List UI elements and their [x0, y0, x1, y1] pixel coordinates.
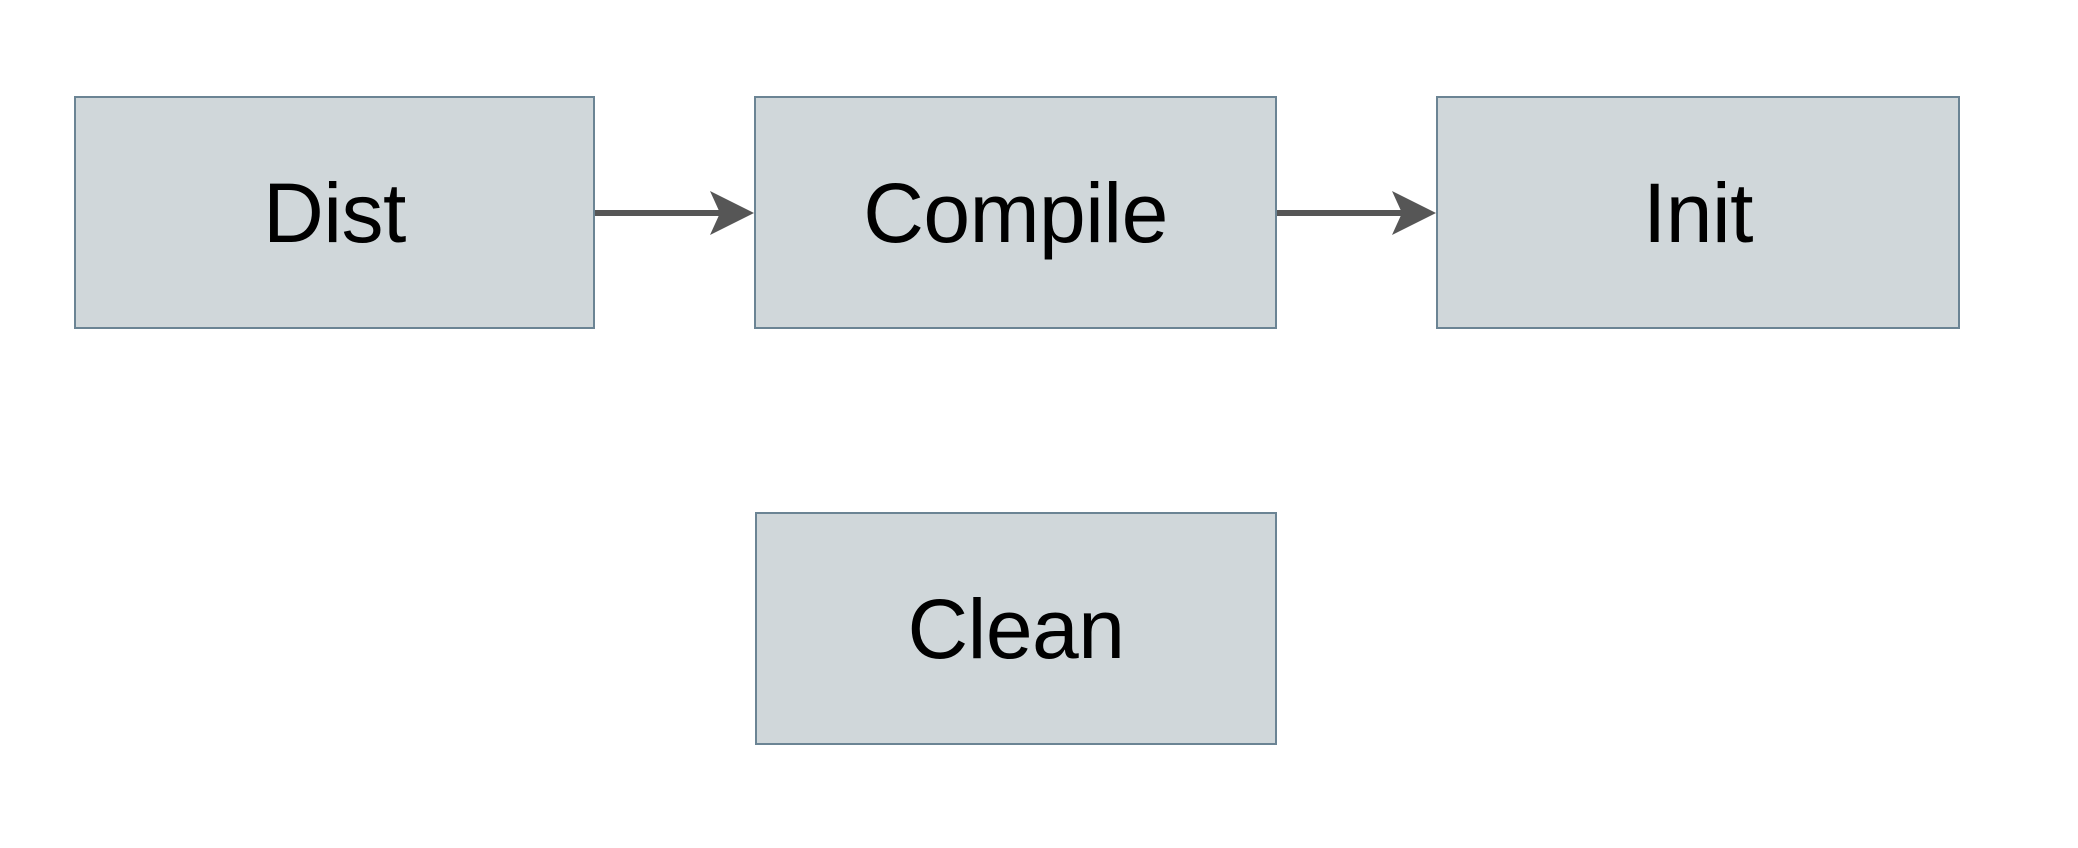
node-label: Compile	[863, 165, 1168, 260]
arrowhead-icon	[710, 191, 754, 235]
node-label: Init	[1642, 165, 1754, 260]
node-label: Clean	[907, 581, 1125, 676]
node-compile[interactable]: Compile	[754, 96, 1277, 329]
node-label: Dist	[263, 165, 406, 260]
edge-compile-to-init[interactable]	[1277, 191, 1436, 235]
node-clean[interactable]: Clean	[755, 512, 1277, 745]
arrowhead-icon	[1392, 191, 1436, 235]
node-init[interactable]: Init	[1436, 96, 1960, 329]
edge-dist-to-compile[interactable]	[595, 191, 754, 235]
node-dist[interactable]: Dist	[74, 96, 595, 329]
